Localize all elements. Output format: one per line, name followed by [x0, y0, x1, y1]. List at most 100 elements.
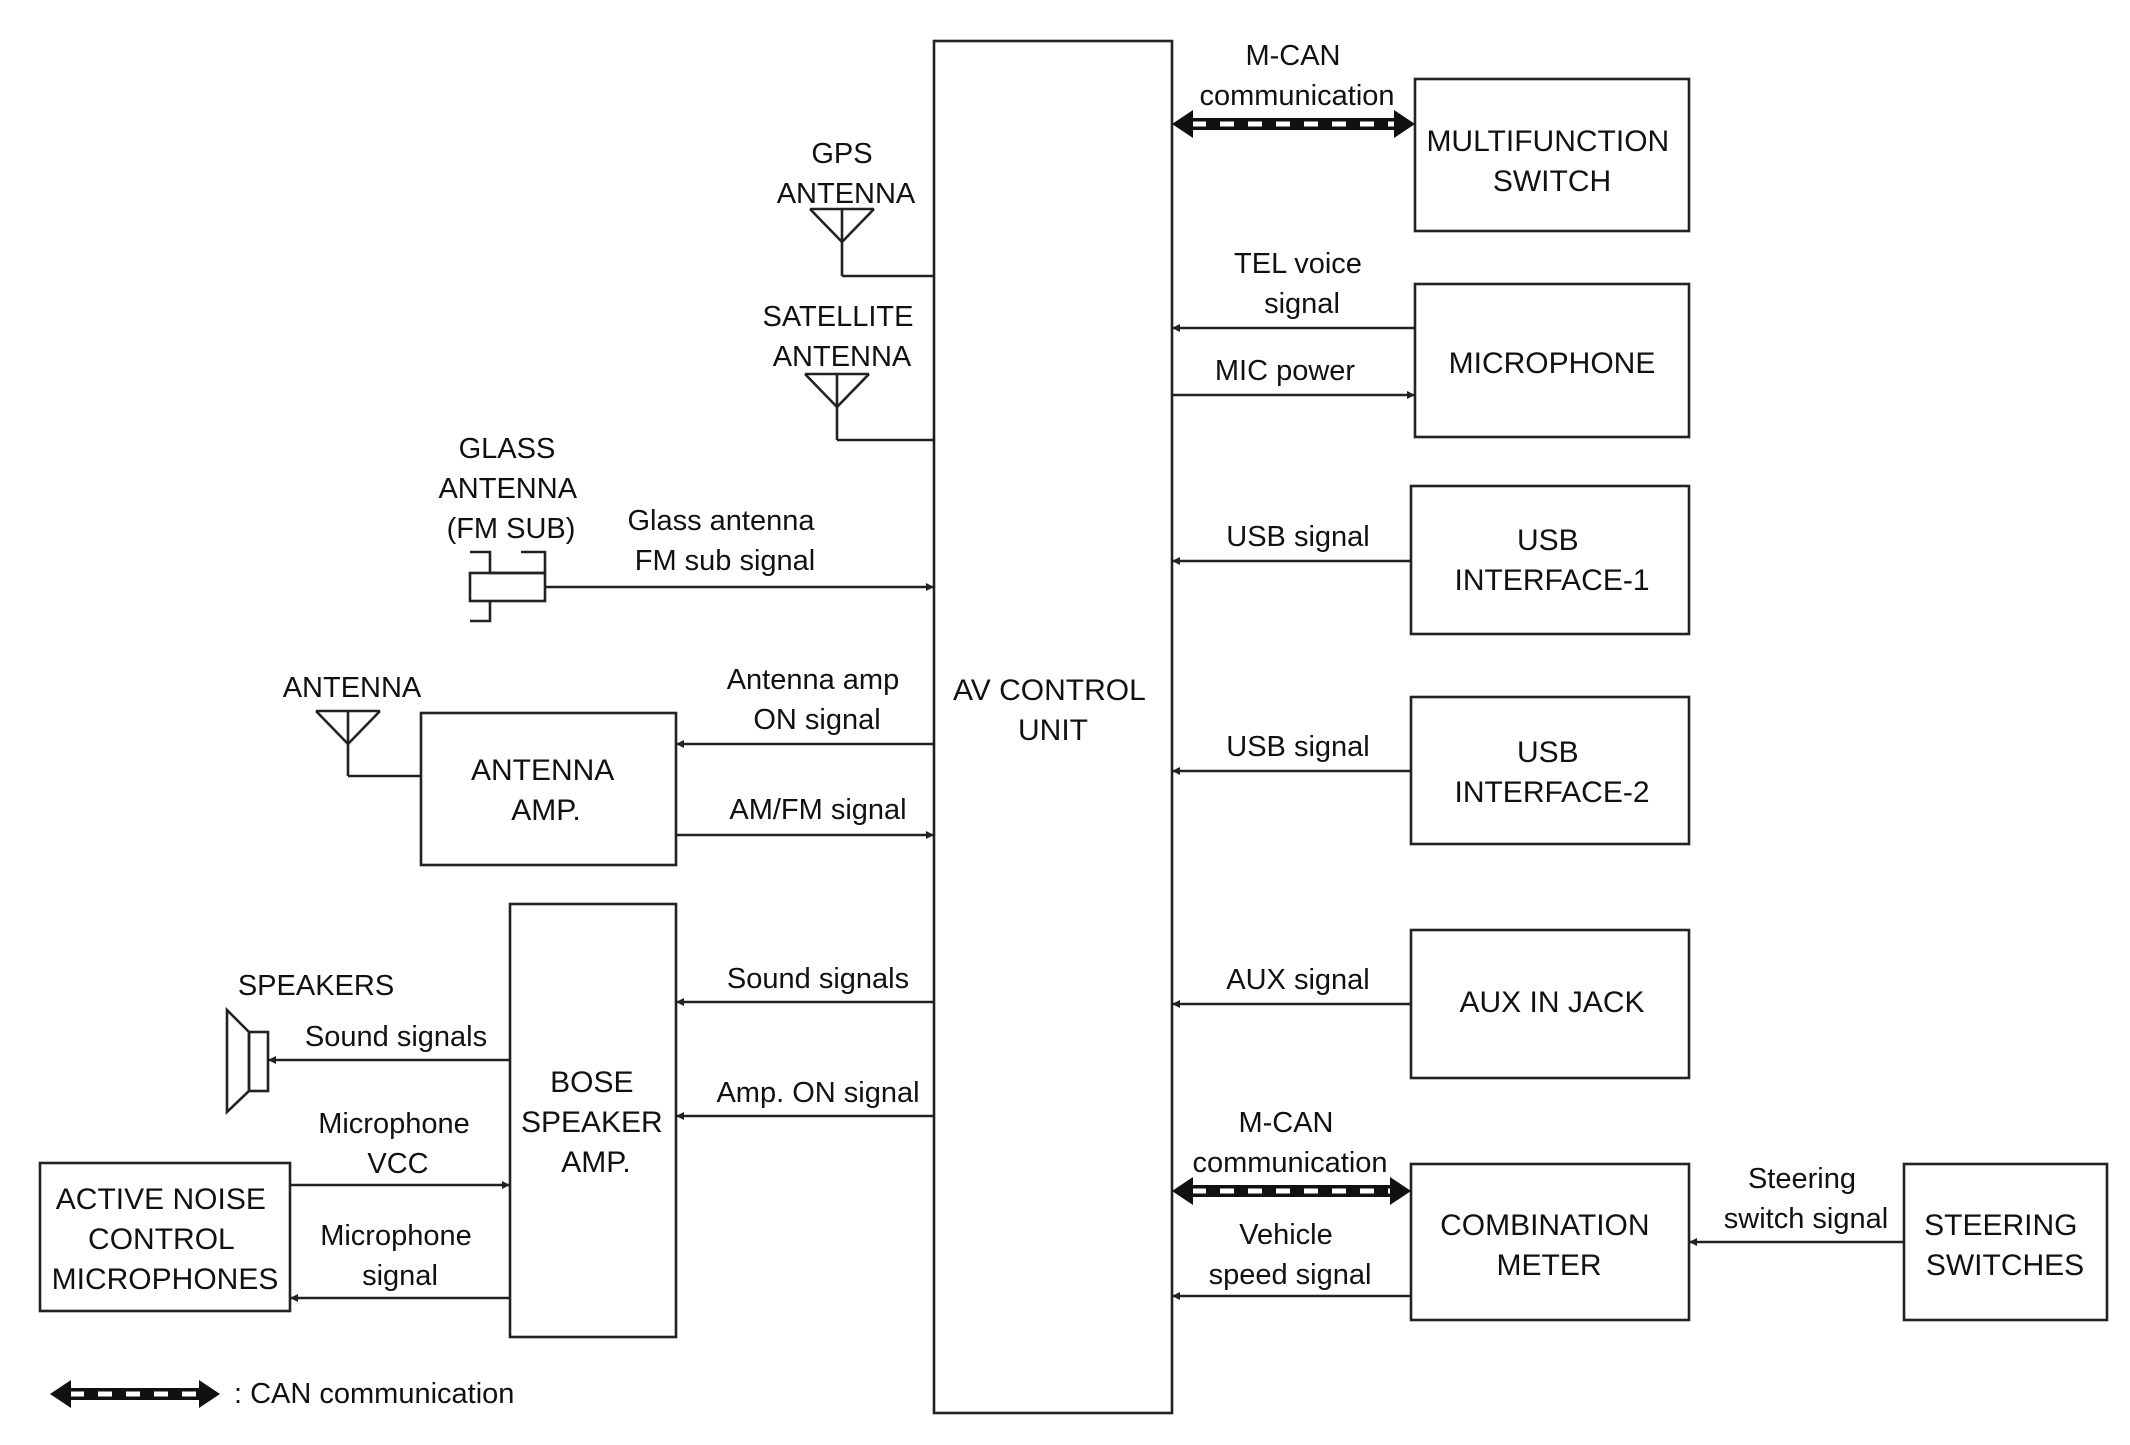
combination-meter-label-line: METER [1497, 1249, 1602, 1282]
usb-interface-2-label-line: INTERFACE-2 [1454, 776, 1649, 809]
aux-signal-connection: AUX signal [1172, 964, 1411, 1008]
bose-speaker-amp-label-line: BOSE [550, 1066, 633, 1099]
multifunction-switch-block: MULTIFUNCTION SWITCH [1413, 77, 1691, 233]
steering-switches-label-line: SWITCHES [1926, 1249, 2084, 1282]
can-arrowhead-left [1172, 1177, 1193, 1205]
sound-signals-to-bose-connection: Sound signals [676, 963, 934, 1006]
svg-text:Microphone VCC: Microphone VCC [318, 1108, 478, 1180]
svg-text:Sound signals: Sound signals [727, 963, 909, 995]
usb-interface-1-label-line: INTERFACE-1 [1454, 564, 1649, 597]
steering-switches-block: STEERING SWITCHES [1902, 1162, 2109, 1322]
combination-meter-label-line: COMBINATION [1440, 1209, 1649, 1242]
bose-speaker-amp-block: BOSE SPEAKER AMP. [508, 902, 678, 1339]
svg-text:AUX signal: AUX signal [1226, 964, 1369, 996]
svg-text:Vehicle speed signal: Vehicle speed signal [1209, 1219, 1372, 1291]
mcan-top-connection: M-CAN communication [1172, 40, 1415, 138]
vehicle-speed-label-line: Vehicle [1239, 1219, 1333, 1251]
mic-power-label: MIC power [1215, 355, 1356, 387]
mcan-bottom-connection: M-CAN communication [1172, 1107, 1411, 1205]
svg-text:Glass antenna FM sub sig: Glass antenna FM sub signal [627, 505, 822, 577]
svg-text:MULTIFUNCTION SWITCH: MULTIFUNCTION SWITCH [1426, 125, 1677, 198]
can-arrowhead-right [1394, 110, 1415, 138]
mcan-top-label-line: communication [1199, 80, 1394, 112]
gps-antenna-label-line: ANTENNA [777, 178, 916, 210]
antenna-icon [809, 207, 875, 276]
svg-text:GPS ANTENNA: GPS ANTENNA [777, 138, 916, 210]
can-arrowhead-left [1172, 110, 1193, 138]
speaker-icon [225, 1006, 270, 1116]
antenna-amp-on-signal-connection: Antenna amp ON signal [676, 664, 934, 748]
am-fm-signal-connection: AM/FM signal [676, 794, 934, 839]
anc-microphones-label-line: CONTROL [88, 1223, 234, 1256]
amp-on-signal-connection: Amp. ON signal [676, 1077, 934, 1120]
svg-text:GLASS ANTENNA (FM: GLASS ANTENNA (FM SUB) [438, 433, 583, 545]
svg-text:Steering switch signal: Steering switch signal [1724, 1163, 1888, 1235]
glass-fm-signal-label-line: FM sub signal [635, 545, 816, 577]
svg-text:USB signal: USB signal [1226, 731, 1369, 763]
bose-speaker-amp-label-line: SPEAKER [521, 1106, 663, 1139]
glass-antenna: GLASS ANTENNA (FM SUB) Glass antenna FM … [438, 433, 934, 623]
svg-text:MIC power: MIC power [1215, 355, 1356, 387]
steering-switch-label-line: Steering [1748, 1163, 1856, 1195]
usb-1-signal-connection: USB signal [1172, 521, 1411, 565]
mcan-top-label-line: M-CAN [1245, 40, 1340, 72]
microphone-label: MICROPHONE [1449, 347, 1656, 380]
svg-text:MICROPHONE: MICROPHONE [1449, 347, 1656, 380]
svg-text:SATELLITE ANTENNA: SATELLITE ANTENNA [762, 301, 921, 373]
glass-antenna-label-line: GLASS [459, 433, 556, 465]
sound-signals-speakers-label: Sound signals [305, 1021, 487, 1053]
glass-fm-signal-label-line: Glass antenna [627, 505, 815, 537]
speakers: SPEAKERS [225, 970, 394, 1116]
legend-label: : CAN communication [234, 1378, 514, 1410]
microphone-vcc-label-line: VCC [367, 1148, 428, 1180]
usb-2-signal-label: USB signal [1226, 731, 1369, 763]
svg-text:ANTENNA: ANTENNA [283, 672, 422, 704]
can-arrowhead-right [199, 1380, 220, 1408]
svg-text:COMBINATION METER: COMBINATION METER [1440, 1209, 1658, 1282]
glass-antenna-label-line: (FM SUB) [447, 513, 576, 545]
aux-signal-label: AUX signal [1226, 964, 1369, 996]
mcan-bottom-label-line: M-CAN [1238, 1107, 1333, 1139]
av-control-unit-label-line: AV CONTROL [953, 674, 1145, 707]
speakers-label: SPEAKERS [238, 970, 394, 1002]
anc-microphones-label-line: MICROPHONES [52, 1263, 279, 1296]
usb-interface-2-block: USB INTERFACE-2 [1409, 695, 1691, 846]
combination-meter-block: COMBINATION METER [1409, 1162, 1691, 1322]
satellite-antenna-label-line: ANTENNA [773, 341, 912, 373]
aux-in-jack-label: AUX IN JACK [1459, 986, 1644, 1019]
steering-switch-label-line: switch signal [1724, 1203, 1888, 1235]
bose-speaker-amp-label-line: AMP. [561, 1146, 630, 1179]
satellite-antenna: SATELLITE ANTENNA [762, 301, 934, 442]
aux-in-jack-block: AUX IN JACK [1409, 928, 1691, 1080]
anc-microphones-label-line: ACTIVE NOISE [56, 1183, 266, 1216]
glass-antenna-icon [468, 550, 547, 623]
svg-text:M-CAN communication: M-CAN communication [1192, 1107, 1387, 1179]
svg-text:USB signal: USB signal [1226, 521, 1369, 553]
svg-text:ANTENNA AMP.: ANTENNA AMP. [471, 754, 621, 827]
antenna-amp-on-label-line: ON signal [753, 704, 880, 736]
svg-text:AUX IN JACK: AUX IN JACK [1459, 986, 1644, 1019]
multifunction-switch-label-line: SWITCH [1493, 165, 1611, 198]
usb-interface-1-label-line: USB [1517, 524, 1579, 557]
usb-1-signal-label: USB signal [1226, 521, 1369, 553]
antenna-label: ANTENNA [283, 672, 422, 704]
svg-text:USB INTERFACE-1: USB INTERFACE-1 [1454, 524, 1649, 597]
av-control-unit-block: AV CONTROL UNIT [932, 39, 1174, 1415]
svg-text:TEL voice signal: TEL voice signal [1234, 248, 1370, 320]
av-control-unit-label-line: UNIT [1018, 714, 1088, 747]
vehicle-speed-signal-connection: Vehicle speed signal [1172, 1219, 1411, 1300]
microphone-vcc-connection: Microphone VCC [290, 1108, 510, 1189]
can-arrowhead-right [1390, 1177, 1411, 1205]
svg-text:USB INTERFACE-2: USB INTERFACE-2 [1454, 736, 1649, 809]
tel-voice-signal-connection: TEL voice signal [1172, 248, 1415, 332]
amp-on-signal-label: Amp. ON signal [716, 1077, 919, 1109]
microphone-signal-label-line: signal [362, 1260, 438, 1292]
active-noise-control-microphones-block: ACTIVE NOISE CONTROL MICROPHONES [38, 1161, 292, 1313]
microphone-signal-connection: Microphone signal [290, 1220, 510, 1302]
glass-antenna-label-line: ANTENNA [438, 473, 577, 505]
multifunction-switch-label-line: MULTIFUNCTION [1426, 125, 1669, 158]
sound-signals-label: Sound signals [727, 963, 909, 995]
can-arrowhead-left [50, 1380, 71, 1408]
svg-text:Antenna amp ON signal: Antenna amp ON signal [727, 664, 908, 736]
